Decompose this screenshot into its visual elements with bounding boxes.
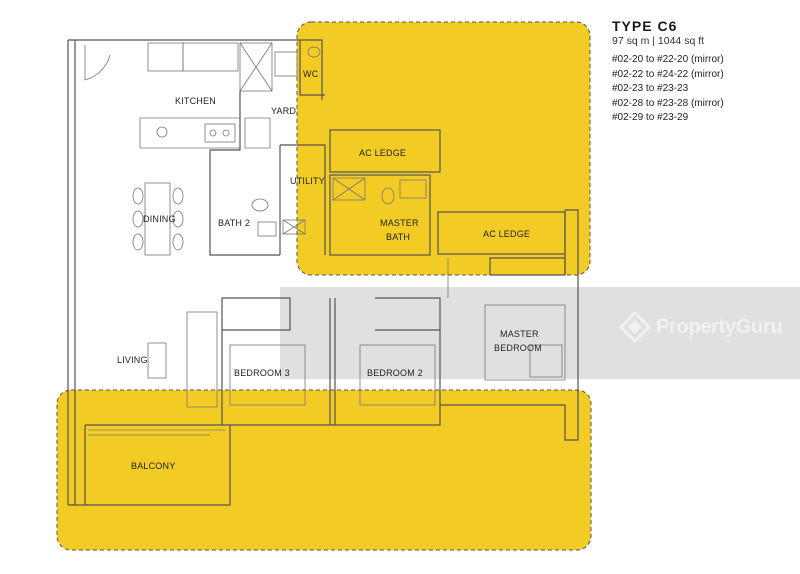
living-label: LIVING [117, 355, 148, 365]
bedroom-3-label: BEDROOM 3 [234, 368, 290, 378]
ac-ledge-right-label: AC LEDGE [483, 229, 530, 239]
kitchen-label: KITCHEN [175, 96, 216, 106]
unit-area: 97 sq m | 1044 sq ft [612, 35, 705, 47]
propertyguru-watermark: PropertyGuru [618, 310, 783, 344]
bath-2-label: BATH 2 [218, 218, 250, 228]
wc-label: WC [303, 69, 319, 79]
unit-number-item: #02-23 to #23-23 [612, 83, 689, 94]
balcony-label: BALCONY [131, 461, 175, 471]
walls [67, 39, 579, 506]
utility-label: UTILITY [290, 176, 325, 186]
unit-number-item: #02-22 to #24-22 (mirror) [612, 68, 724, 80]
master-bath-label-line1: MASTER [380, 218, 419, 228]
yard-label: YARD [271, 106, 296, 116]
bedroom-2-label: BEDROOM 2 [367, 368, 423, 378]
highlight-zone-top [296, 21, 591, 276]
unit-info-panel: TYPE C6 97 sq m | 1044 sq ft #02-20 to #… [612, 18, 792, 126]
master-bedroom-label-line1: MASTER [500, 329, 539, 339]
unit-number-item: #02-20 to #22-20 (mirror) [612, 54, 724, 65]
unit-number-item: #02-29 to #23-29 [612, 112, 689, 123]
unit-number-list: #02-20 to #22-20 (mirror) #02-22 to #24-… [612, 53, 792, 126]
master-bedroom-label-line2: BEDROOM [494, 343, 542, 353]
watermark-text: PropertyGuru [656, 315, 783, 338]
unit-number-item: #02-28 to #23-28 (mirror) [612, 97, 724, 109]
unit-type-title: TYPE C6 [612, 18, 678, 34]
gray-band [280, 287, 800, 379]
propertyguru-logo-icon [618, 310, 652, 344]
dining-label: DINING [143, 214, 176, 224]
ac-ledge-top-label: AC LEDGE [359, 148, 406, 158]
master-bath-label-line2: BATH [386, 232, 410, 242]
